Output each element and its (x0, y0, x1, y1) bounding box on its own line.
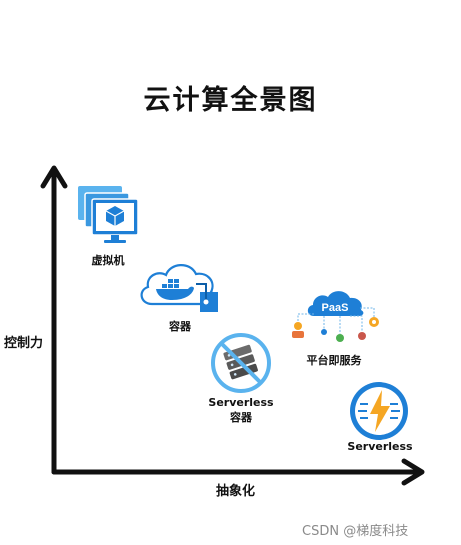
watermark: CSDN @梯度科技 (302, 524, 409, 539)
serverless-lightning-icon (350, 382, 408, 440)
serverless-container-label-line1: Serverless (208, 396, 274, 409)
paas-badge: PaaS (322, 302, 349, 314)
serverless-container-icon (211, 333, 271, 393)
serverless-label: Serverless (347, 440, 413, 453)
page-title: 云计算全景图 (143, 85, 318, 116)
serverless-container-label-line2: 容器 (230, 411, 252, 424)
y-axis (40, 165, 68, 475)
paas-cloud-icon: PaaS (292, 291, 379, 342)
docker-cloud-icon (140, 264, 218, 312)
x-axis (51, 458, 425, 486)
paas-label: 平台即服务 (306, 354, 362, 367)
x-axis-label: 抽象化 (216, 484, 256, 499)
container-label: 容器 (169, 320, 191, 333)
vm-label: 虚拟机 (91, 254, 125, 267)
virtual-machine-icon (78, 186, 139, 243)
y-axis-label: 控制力 (4, 336, 44, 351)
